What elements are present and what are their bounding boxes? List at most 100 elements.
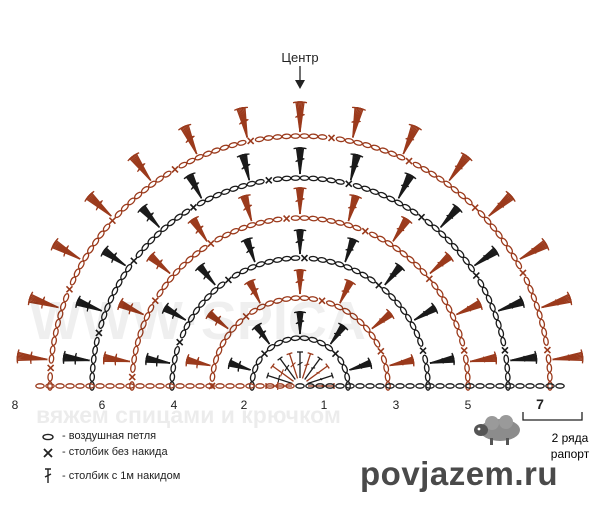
sc-stitch <box>189 203 197 211</box>
chain-stitch <box>85 383 95 389</box>
chain-stitch <box>130 363 136 373</box>
chain-stitch <box>196 199 206 207</box>
dc-stitch <box>344 238 351 263</box>
dc-stitch-bar <box>396 227 402 230</box>
chain-stitch <box>45 383 55 389</box>
dc-stitch-bar <box>250 288 256 296</box>
chain-stitch <box>202 150 213 157</box>
sc-stitch <box>543 346 551 354</box>
legend-label: - столбик без накида <box>62 446 168 458</box>
legend-label: - воздушная петля <box>62 430 157 442</box>
chain-stitch <box>275 383 285 389</box>
dc-stitch <box>163 310 186 321</box>
chain-stitch <box>375 383 385 389</box>
chain-stitch <box>315 383 325 389</box>
chain-stitch <box>351 267 361 275</box>
chain-stitch <box>299 175 310 181</box>
chain-stitch <box>179 329 187 339</box>
chain-stitch <box>424 372 431 382</box>
dc-stitch <box>448 153 465 181</box>
dc-stitch <box>552 351 582 361</box>
dc-stitch-bar <box>146 214 151 222</box>
row-number-3: 3 <box>392 398 400 412</box>
chain-stitch <box>533 301 541 311</box>
chain-stitch <box>555 383 565 389</box>
dc-stitch <box>295 148 301 175</box>
chain-stitch <box>498 328 505 338</box>
chain-stitch <box>156 288 164 298</box>
sc-stitch <box>265 176 273 184</box>
dc-stitch-top <box>349 194 356 197</box>
dc-stitch-top <box>476 297 481 304</box>
dc-stitch <box>240 196 253 222</box>
chain-stitch <box>249 372 256 382</box>
chain-stitch <box>169 372 176 382</box>
sc-stitch <box>472 272 480 280</box>
repeat-label-line2: рапорт <box>550 447 590 461</box>
dc-stitch <box>76 304 102 312</box>
chain-stitch <box>281 133 292 140</box>
dc-stitch-top <box>505 190 511 196</box>
chain-stitch <box>489 302 496 313</box>
dc-stitch <box>296 270 301 295</box>
sc-stitch <box>375 281 383 289</box>
chain-stitch <box>247 264 257 271</box>
dc-stitch <box>295 102 301 133</box>
dc-stitch-bar <box>95 202 100 211</box>
chain-stitch <box>272 216 283 223</box>
dc-stitch-top <box>237 195 244 200</box>
dc-stitch <box>541 293 569 309</box>
dc-stitch-bar <box>400 183 406 187</box>
chain-stitch <box>505 381 511 391</box>
chain-stitch <box>464 372 471 382</box>
chain-stitch <box>105 383 115 389</box>
sc-stitch <box>519 269 527 277</box>
sc-stitch <box>207 240 215 248</box>
dc-stitch-top <box>146 256 151 263</box>
dc-stitch-bar <box>347 205 354 209</box>
dc-stitch <box>456 300 479 316</box>
sc-stitch <box>130 257 138 265</box>
chain-stitch <box>477 278 485 288</box>
chain-stitch <box>405 383 415 389</box>
dc-stitch-top <box>451 352 455 359</box>
chain-stitch <box>305 383 315 389</box>
chain-stitch <box>485 294 493 304</box>
chain-stitch <box>335 383 345 389</box>
chain-stitch <box>114 210 123 219</box>
chain-stitch <box>308 255 319 262</box>
chain-stitch <box>370 144 381 151</box>
chain-stitch <box>290 255 301 261</box>
dc-stitch-top <box>194 266 200 272</box>
chain-stitch <box>221 231 232 239</box>
chain-stitch <box>415 383 425 389</box>
sc-stitch <box>247 137 255 145</box>
sc-stitch <box>331 350 340 358</box>
chain-stitch <box>386 195 396 203</box>
chain-stitch <box>281 255 292 262</box>
dc-stitch-bar <box>137 165 142 173</box>
dc-stitch-top <box>408 123 415 127</box>
dc-stitch <box>339 280 348 304</box>
chain-stitch <box>435 383 445 389</box>
chain-stitch <box>170 363 177 374</box>
dc-stitch-bar <box>294 113 301 118</box>
chain-stitch <box>249 307 258 315</box>
chain-stitch <box>344 372 351 382</box>
chain-stitch <box>219 144 230 151</box>
dc-stitch <box>429 355 454 364</box>
chain-stitch <box>547 381 553 391</box>
chain-stitch <box>205 383 215 389</box>
chain-stitch <box>254 136 265 143</box>
dc-stitch-bar <box>190 183 196 190</box>
dc-stitch-top <box>580 349 584 356</box>
sc-stitch <box>361 227 369 235</box>
chain-stitch <box>504 372 511 382</box>
dc-stitch-top <box>50 244 55 251</box>
chain-stitch <box>326 258 336 265</box>
dc-stitch-bar <box>304 363 310 367</box>
dc-stitch-top <box>430 302 436 309</box>
chain-stitch <box>47 381 53 391</box>
chain-stitch <box>355 383 365 389</box>
